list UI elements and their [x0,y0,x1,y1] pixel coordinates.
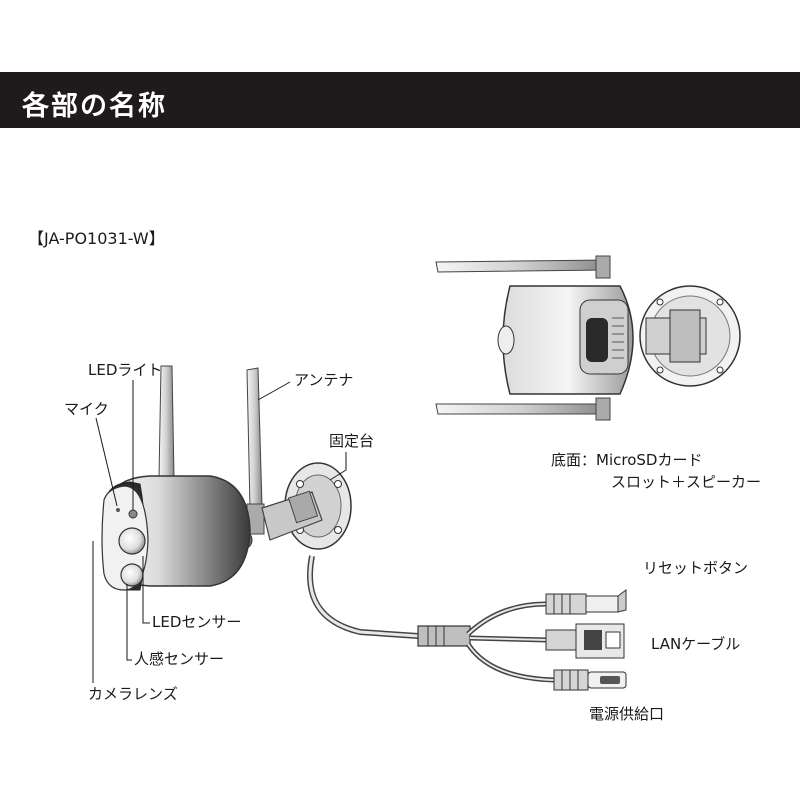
pir-sensor [120,563,144,587]
label-bottom-line2: スロット＋スピーカー [611,473,762,491]
mic-hole [116,508,120,512]
leader-led-sensor [142,556,150,624]
mount-plate [261,462,352,550]
label-mic: マイク [64,400,109,418]
microsd-slot [586,318,608,362]
power-connector [553,669,627,691]
camera-main [101,365,627,691]
lan-connector [545,623,625,659]
label-led-sensor: LEDセンサー [152,613,242,631]
label-antenna: アンテナ [294,371,354,389]
label-reset-button: リセットボタン [643,559,749,577]
leader-mic [95,417,118,507]
label-camera-lens: カメラレンズ [88,685,178,703]
label-lan-cable: LANケーブル [651,635,741,653]
antenna-left [156,365,177,491]
camera-lens [118,527,146,555]
label-pir-sensor: 人感センサー [134,650,225,668]
led-light-dot [128,509,138,519]
reset-connector [545,589,627,615]
model-name: 【JA-PO1031-W】 [28,229,165,248]
cable [307,555,555,683]
label-mount: 固定台 [329,432,375,450]
page-title: 各部の名称 [22,91,167,122]
leader-antenna [257,381,291,401]
leader-pir-sensor [126,584,132,661]
label-led-light: LEDライト [88,361,163,379]
leader-mount [329,452,347,481]
camera-body [101,475,251,591]
label-power-port: 電源供給口 [589,705,665,723]
leader-lines [92,380,347,683]
label-bottom-line1: 底面：MicroSDカード [551,451,703,469]
antenna-right [233,367,265,550]
camera-bottom-view [435,255,741,421]
header-bar: 各部の名称 [0,72,800,128]
